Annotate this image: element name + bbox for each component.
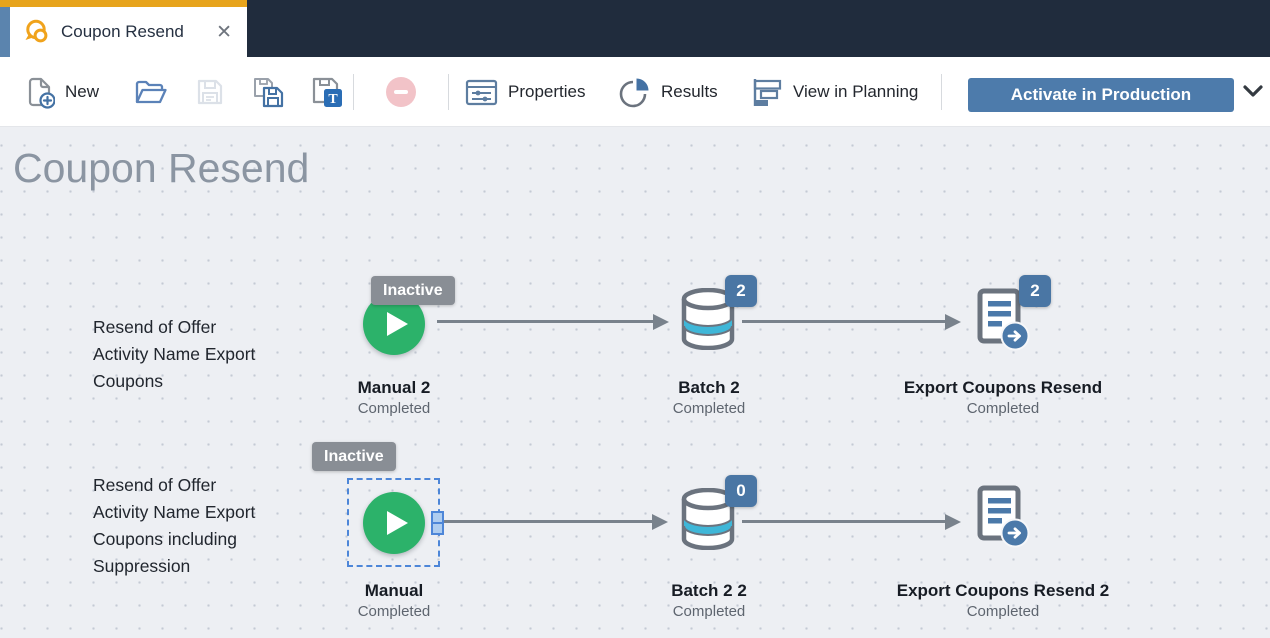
save-as-icon [254, 77, 284, 107]
properties-sliders-icon [465, 79, 498, 105]
connector-edge [444, 520, 653, 523]
count-badge: 2 [725, 275, 757, 307]
save-as-template-icon: T [312, 77, 342, 107]
batch-database-icon-node[interactable] [679, 488, 737, 550]
page-title: Coupon Resend [13, 145, 310, 191]
pie-chart-icon [619, 78, 649, 107]
connector-edge [437, 320, 654, 323]
properties-button[interactable]: Properties [465, 57, 585, 127]
minus-circle-icon [386, 77, 416, 107]
properties-label: Properties [508, 82, 586, 101]
new-button-label: New [65, 82, 100, 101]
tab-accent-strip [0, 0, 247, 7]
count-badge: 2 [1019, 275, 1051, 307]
toolbar-separator [448, 74, 449, 110]
node-label: Manual 2 [357, 378, 431, 397]
save-as-button[interactable] [252, 57, 285, 127]
save-floppy-icon [197, 79, 223, 105]
node-status: Completed [357, 603, 431, 620]
node-status: Completed [357, 400, 431, 417]
node-status: Completed [672, 400, 746, 417]
tab-title: Coupon Resend [61, 22, 184, 41]
gantt-bars-icon [753, 78, 782, 106]
count-badge: 0 [725, 475, 757, 507]
tab-close-icon[interactable]: ✕ [216, 21, 232, 43]
chevron-down-icon[interactable] [1242, 83, 1264, 101]
open-button[interactable] [134, 57, 168, 127]
remove-button[interactable] [386, 57, 416, 127]
node-label: Batch 2 [678, 378, 740, 397]
flow-row-description: Resend of Offer Activity Name Export Cou… [93, 317, 256, 391]
toolbar-separator [941, 74, 942, 110]
tab-coupon-resend[interactable]: Coupon Resend ✕ [10, 7, 247, 57]
results-label: Results [661, 82, 718, 101]
new-document-icon [28, 77, 55, 109]
node-label: Batch 2 2 [671, 581, 747, 600]
connector-arrowhead-icon [652, 514, 668, 530]
batch-database-icon-node[interactable] [679, 288, 737, 350]
connector-edge [742, 320, 946, 323]
unica-campaign-icon [25, 19, 48, 43]
workflow-canvas[interactable]: Coupon Resend Resend of Offer Activity N… [0, 127, 1270, 638]
activate-in-production-button[interactable]: Activate in Production [968, 78, 1234, 112]
connector-handle[interactable] [431, 511, 444, 535]
selection-box [347, 478, 440, 567]
toolbar: New [0, 57, 1270, 127]
play-icon [387, 511, 408, 535]
play-icon [387, 312, 408, 336]
connector-edge [742, 520, 946, 523]
status-badge-inactive: Inactive [371, 276, 455, 305]
view-in-planning-button[interactable]: View in Planning [752, 57, 918, 127]
node-status: Completed [672, 603, 746, 620]
export-document-icon-node[interactable] [970, 485, 1032, 549]
status-badge-inactive: Inactive [312, 442, 396, 471]
open-folder-icon [135, 80, 167, 104]
tab-bar: Coupon Resend ✕ [0, 0, 1270, 57]
toolbar-separator [353, 74, 354, 110]
node-status: Completed [966, 603, 1040, 620]
connector-arrowhead-icon [945, 514, 961, 530]
new-button[interactable]: New [24, 57, 99, 127]
export-document-icon-node[interactable] [970, 288, 1032, 352]
flow-row-description: Resend of Offer Activity Name Export Cou… [93, 475, 256, 576]
node-label: Export Coupons Resend 2 [896, 581, 1110, 600]
node-label: Export Coupons Resend [903, 378, 1103, 397]
node-status: Completed [966, 400, 1040, 417]
side-accent-strip [0, 7, 10, 57]
save-button[interactable] [195, 57, 225, 127]
connector-arrowhead-icon [945, 314, 961, 330]
connector-arrowhead-icon [653, 314, 669, 330]
svg-text:T: T [328, 92, 338, 107]
node-label: Manual [364, 581, 424, 600]
view-in-planning-label: View in Planning [793, 82, 919, 101]
results-button[interactable]: Results [618, 57, 718, 127]
save-as-template-button[interactable]: T [310, 57, 344, 127]
manual-node-selected[interactable] [363, 492, 425, 554]
